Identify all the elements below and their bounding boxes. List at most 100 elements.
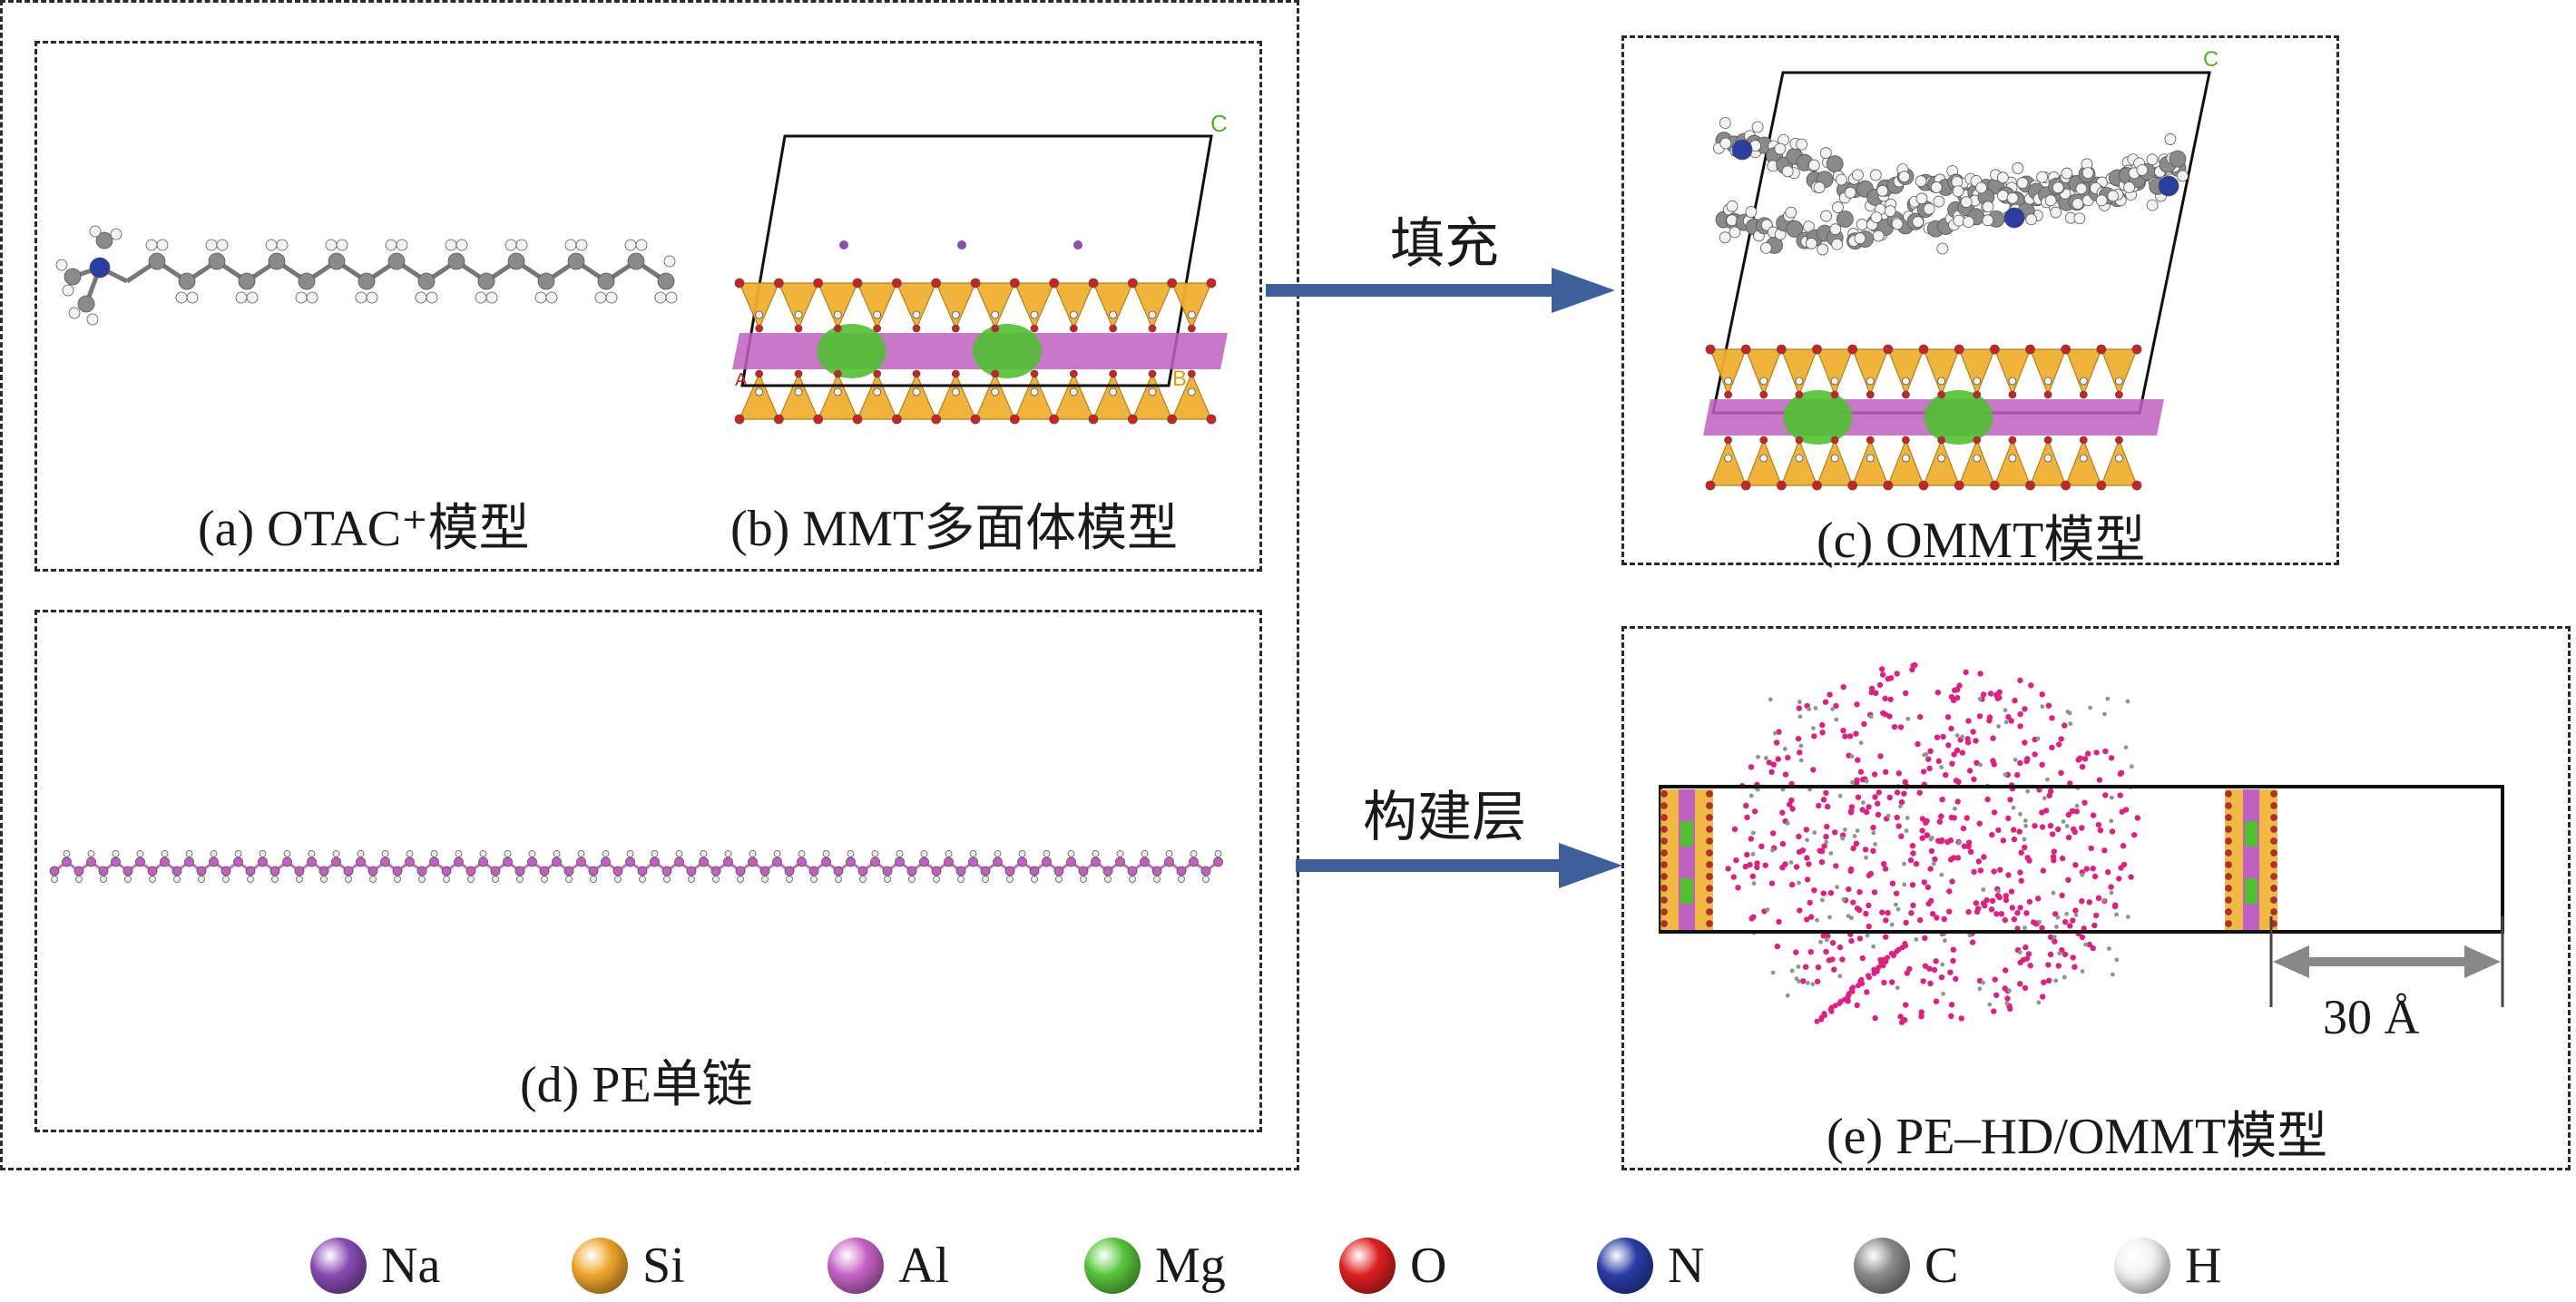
otac-atom xyxy=(2068,721,2073,726)
pe-atom xyxy=(2039,809,2045,816)
pe-atom xyxy=(1870,824,1876,831)
hydrogen-atom xyxy=(2036,171,2049,183)
oxygen-atom xyxy=(2225,861,2232,868)
otac-atom xyxy=(1813,706,1818,710)
pe-atom xyxy=(1799,847,1807,854)
pe-atom xyxy=(1866,974,1872,981)
caption-a: (a) OTAC⁺模型 xyxy=(198,501,530,557)
otac-atom xyxy=(1797,880,1801,886)
hydrogen-atom xyxy=(418,876,426,883)
pe-atom xyxy=(1818,848,1826,855)
pe-atom xyxy=(1827,691,1833,698)
hydrogen-atom xyxy=(786,876,793,883)
oxygen-atom xyxy=(1812,344,1822,355)
carbon-atom xyxy=(196,866,207,876)
pe-atom xyxy=(1776,729,1782,735)
pe-atom xyxy=(1743,802,1749,809)
carbon-atom xyxy=(821,857,831,867)
otac-atom xyxy=(1828,851,1834,856)
pe-atom xyxy=(1895,770,1902,777)
pe-atom xyxy=(1907,857,1915,864)
pe-atom xyxy=(1855,983,1861,989)
al-sphere-icon xyxy=(828,1238,884,1294)
otac-atom xyxy=(2057,951,2062,956)
axis-b-label: B xyxy=(1172,367,1187,391)
pe-atom xyxy=(2070,917,2076,924)
si-tetrahedron xyxy=(1014,372,1055,420)
oxygen-atom xyxy=(1795,390,1804,399)
pe-atom xyxy=(2018,849,2024,856)
oxygen-atom xyxy=(951,324,960,333)
pe-atom xyxy=(1926,765,1933,772)
pe-atom xyxy=(1955,778,1962,785)
pe-atom xyxy=(1882,866,1889,872)
hydrogen-atom xyxy=(1975,181,1987,194)
pe-atom xyxy=(2005,872,2012,878)
si-tetrahedron xyxy=(1170,372,1212,420)
legend-label: O xyxy=(1410,1238,1447,1294)
pe-atom xyxy=(2040,867,2046,874)
hydrogen-atom xyxy=(553,850,561,857)
pe-atom xyxy=(1819,721,1826,729)
hydrogen-atom xyxy=(355,291,367,304)
pe-atom xyxy=(1994,695,2001,701)
hydrogen-atom xyxy=(1856,219,1868,230)
pe-atom xyxy=(2072,907,2079,914)
carbon-atom xyxy=(447,252,465,270)
pe-atom xyxy=(1823,948,1829,955)
pe-atom xyxy=(1958,1015,1964,1022)
hydrogen-atom xyxy=(1982,214,1994,227)
pe-atom xyxy=(2102,748,2109,755)
carbon-atom xyxy=(650,857,660,867)
pe-atom xyxy=(1825,803,1831,810)
oxygen-atom xyxy=(1706,908,1713,915)
pe-atom xyxy=(1965,908,1972,915)
pe-atom xyxy=(1822,699,1829,705)
hydrogen-atom xyxy=(86,313,99,326)
pe-atom xyxy=(1804,876,1811,883)
pe-atom xyxy=(1975,906,1982,912)
pe-atom xyxy=(1779,840,1787,847)
otac-atom xyxy=(1841,897,1846,902)
pe-atom xyxy=(1891,953,1896,959)
pe-atom xyxy=(1731,826,1739,833)
oxygen-atom xyxy=(794,369,803,378)
pe-atom xyxy=(1871,889,1878,896)
carbon-atom xyxy=(772,857,782,867)
hydrogen-atom xyxy=(2043,454,2052,463)
otac-atom xyxy=(2040,704,2045,710)
ommt-model: C xyxy=(1703,47,2218,491)
pe-atom xyxy=(1881,979,1887,986)
pe-atom xyxy=(1935,758,1942,764)
oxygen-atom xyxy=(1109,369,1118,378)
otac-atom xyxy=(1837,793,1843,798)
pe-atom xyxy=(1895,823,1902,829)
carbon-atom xyxy=(699,857,709,867)
pe-atom xyxy=(2022,706,2028,712)
si-tetrahedron xyxy=(975,372,1016,420)
pe-atom xyxy=(1883,768,1889,775)
pe-atom xyxy=(1875,800,1881,807)
hydrogen-atom xyxy=(528,850,536,857)
oxygen-atom xyxy=(1937,390,1945,399)
carbon-atom xyxy=(955,866,966,876)
carbon-atom xyxy=(171,866,182,876)
carbon-atom xyxy=(64,268,82,286)
carbon-atom xyxy=(358,272,376,290)
otac-atom xyxy=(1794,976,1799,981)
hydrogen-atom xyxy=(1719,117,1731,129)
pe-atom xyxy=(1823,833,1829,840)
hydrogen-atom xyxy=(1030,387,1039,396)
hydrogen-atom xyxy=(1092,850,1100,857)
pe-atom xyxy=(1943,771,1949,778)
hydrogen-atom xyxy=(2146,199,2159,211)
pe-atom xyxy=(1965,718,1972,724)
caption-e: (e) PE–HD/OMMT模型 xyxy=(1827,1109,2328,1165)
oxygen-atom xyxy=(813,278,824,289)
si-tetrahedron xyxy=(1923,348,1961,396)
hydrogen-atom xyxy=(161,850,169,857)
oxygen-atom xyxy=(755,369,764,378)
hydrogen-atom xyxy=(2115,454,2123,463)
pe-atom xyxy=(2065,876,2072,883)
pe-atom xyxy=(1872,794,1878,800)
